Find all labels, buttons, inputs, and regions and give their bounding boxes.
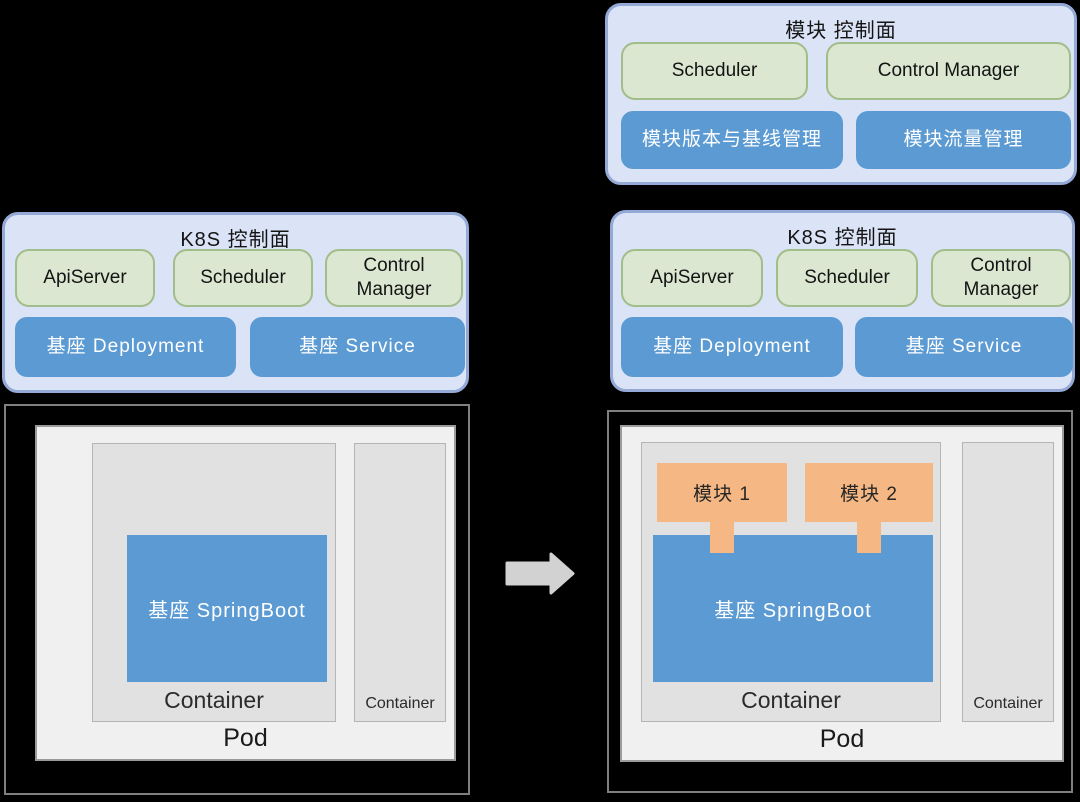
main-container-right: 基座 SpringBoot 模块 1 模块 2 Container — [641, 442, 941, 722]
pod-box-right: 基座 SpringBoot 模块 1 模块 2 Container Contai… — [620, 425, 1064, 762]
module-2-box: 模块 2 — [805, 463, 933, 522]
sidecar-container-label: Container — [973, 695, 1043, 712]
sidecar-container-left: Container — [354, 443, 446, 722]
chip-module-traffic-mgmt: 模块流量管理 — [856, 111, 1071, 169]
chip-control-manager: Control Manager — [931, 249, 1071, 307]
module-1-stem — [710, 522, 734, 553]
base-springboot-box: 基座 SpringBoot — [127, 535, 327, 682]
chip-scheduler: Scheduler — [776, 249, 918, 307]
sidecar-container-right: Container — [962, 442, 1054, 722]
module-control-plane-panel: 模块 控制面 Scheduler Control Manager 模块版本与基线… — [605, 3, 1077, 185]
k8s-control-plane-panel-right: K8S 控制面 ApiServer Scheduler Control Mana… — [610, 210, 1075, 392]
k8s-control-plane-title: K8S 控制面 — [180, 229, 291, 251]
pod-label: Pod — [819, 725, 865, 753]
pod-box-left: 基座 SpringBoot Container Container Pod — [35, 425, 456, 761]
chip-base-service: 基座 Service — [250, 317, 465, 377]
chip-base-service: 基座 Service — [855, 317, 1073, 377]
chip-module-version-baseline-mgmt: 模块版本与基线管理 — [621, 111, 843, 169]
k8s-control-plane-title: K8S 控制面 — [787, 227, 898, 249]
main-container-label: Container — [741, 687, 841, 713]
module-1-box: 模块 1 — [657, 463, 787, 522]
module-2-stem — [857, 522, 881, 553]
node-box-left: 基座 SpringBoot Container Container Pod — [4, 404, 470, 795]
main-container-left: 基座 SpringBoot Container — [92, 443, 336, 722]
node-box-right: 基座 SpringBoot 模块 1 模块 2 Container Contai… — [607, 410, 1073, 793]
chip-apiserver: ApiServer — [15, 249, 155, 307]
sidecar-container-label: Container — [365, 695, 435, 712]
chip-base-deployment: 基座 Deployment — [621, 317, 843, 377]
chip-base-deployment: 基座 Deployment — [15, 317, 236, 377]
chip-apiserver: ApiServer — [621, 249, 763, 307]
module-control-plane-title: 模块 控制面 — [785, 20, 897, 42]
chip-control-manager: Control Manager — [325, 249, 463, 307]
k8s-control-plane-panel-left: K8S 控制面 ApiServer Scheduler Control Mana… — [2, 212, 469, 393]
base-springboot-box: 基座 SpringBoot — [653, 535, 933, 682]
chip-module-control-manager: Control Manager — [826, 42, 1071, 100]
chip-module-scheduler: Scheduler — [621, 42, 808, 100]
pod-label: Pod — [223, 724, 268, 752]
arrow-right-icon — [505, 552, 575, 595]
chip-scheduler: Scheduler — [173, 249, 313, 307]
main-container-label: Container — [164, 687, 264, 713]
